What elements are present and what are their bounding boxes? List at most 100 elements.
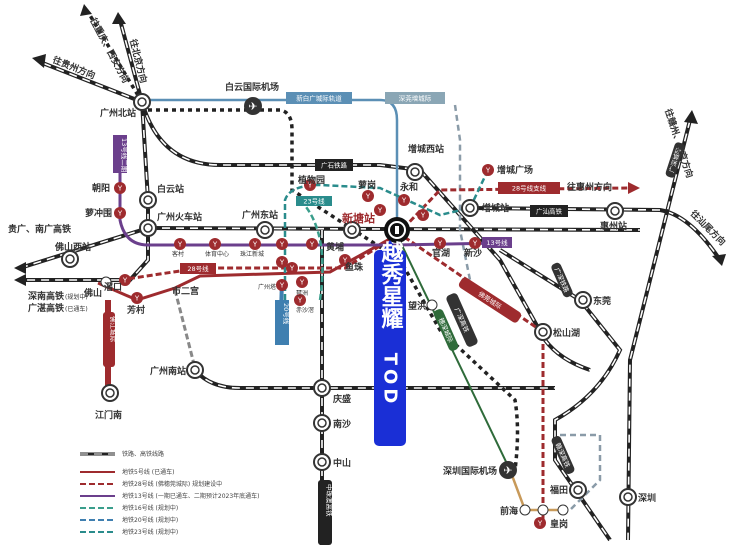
svg-text:黄埔: 黄埔 (326, 241, 344, 253)
svg-text:广汕高铁: 广汕高铁 (536, 207, 563, 216)
svg-text:地铁16号线 (规划中): 地铁16号线 (规划中) (122, 504, 178, 512)
svg-text:望洪: 望洪 (408, 300, 426, 312)
svg-text:20号线: 20号线 (282, 303, 291, 325)
station-labels: 广州北站 白云国际机场 白云站 广州火车站 广州东站 朝阳 萝冲围 佛山西站 佛… (54, 81, 656, 530)
svg-text:28号线支线: 28号线支线 (512, 184, 547, 193)
svg-text:TOD: TOD (380, 353, 401, 408)
legend-item-rail: 铁路、高铁线路 (80, 450, 164, 458)
airplane-icon: ✈ (244, 97, 262, 115)
line-xinbai (142, 98, 399, 230)
svg-text:地铁20号线 (规划中): 地铁20号线 (规划中) (122, 516, 178, 524)
svg-text:新塘站: 新塘站 (342, 211, 375, 225)
svg-text:广州北站: 广州北站 (100, 107, 136, 119)
svg-text:南沙: 南沙 (333, 418, 351, 430)
hub-station-icon (384, 217, 410, 243)
badge-line28: 28号线 (180, 263, 216, 274)
svg-text:增城广场: 增城广场 (497, 164, 533, 176)
svg-text:广州南站: 广州南站 (150, 365, 186, 377)
svg-text:朝阳: 朝阳 (92, 182, 110, 194)
badge-line20: 20号线 (275, 300, 291, 345)
legend-item-line5: 地铁5号线 (已通车) (80, 468, 174, 476)
badge-line13-phase2: 13号线二期 (113, 135, 129, 173)
badge-guangshan: 广汕高铁 (530, 205, 568, 217)
svg-text:贵广、南广高铁: 贵广、南广高铁 (8, 223, 71, 235)
svg-text:23号线: 23号线 (303, 197, 325, 206)
dotted-lines (86, 11, 520, 471)
svg-text:植物园: 植物园 (297, 174, 325, 186)
svg-text:越秀星耀: 越秀星耀 (378, 241, 405, 330)
svg-text:深莞增城际: 深莞增城际 (399, 94, 432, 103)
svg-text:地铁28号线 (佛穗莞城际) 规划建设中: 地铁28号线 (佛穗莞城际) 规划建设中 (122, 480, 222, 488)
line-23 (283, 169, 490, 345)
badge-line28-south: 佛江城际 (103, 312, 118, 367)
svg-text:新白广城际轨道: 新白广城际轨道 (296, 94, 342, 103)
svg-text:白云站: 白云站 (157, 183, 184, 195)
line-5 (97, 233, 398, 302)
svg-text:市二宫: 市二宫 (172, 285, 199, 297)
badge-dongguan-line: 广深铁路 (551, 262, 573, 298)
svg-text:广深高铁: 广深高铁 (453, 306, 472, 334)
svg-text:28号线: 28号线 (187, 264, 209, 273)
svg-text:地铁13号线 (一期已通车、二期预计2023年底通车): 地铁13号线 (一期已通车、二期预计2023年底通车) (122, 492, 260, 500)
svg-text:松山湖: 松山湖 (553, 327, 580, 339)
svg-text:福田: 福田 (549, 484, 568, 496)
svg-text:白云国际机场: 白云国际机场 (225, 81, 279, 93)
badge-zhongzhuao: 中珠澳高铁 (318, 480, 334, 545)
svg-text:皇岗: 皇岗 (550, 518, 568, 530)
badge-line28-branch: 28号线支线 (498, 182, 560, 194)
svg-text:珠江新城: 珠江新城 (240, 250, 264, 258)
rail-stations (61, 93, 637, 516)
airplane-icon: ✈ (499, 461, 517, 479)
svg-text:地铁5号线 (已通车): 地铁5号线 (已通车) (122, 468, 174, 476)
svg-text:✈: ✈ (248, 100, 257, 113)
tod-badge: 越秀星耀 TOD (374, 240, 406, 446)
svg-text:铁路、高铁线路: 铁路、高铁线路 (122, 450, 164, 458)
legend-item-line16: 地铁16号线 (规划中) (80, 504, 178, 512)
legend: 铁路、高铁线路 地铁5号线 (已通车) 地铁28号线 (佛穗莞城际) 规划建设中… (80, 450, 260, 536)
legend-item-line23: 地铁23号线 (规划中) (80, 528, 178, 536)
svg-text:增城西站: 增城西站 (408, 143, 444, 155)
badge-shenguan: 深莞增城际 (385, 92, 445, 104)
svg-text:深圳国际机场: 深圳国际机场 (443, 465, 497, 477)
svg-text:体育中心: 体育中心 (205, 250, 229, 258)
svg-text:东莞: 东莞 (593, 295, 611, 307)
svg-text:地铁23号线 (规划中): 地铁23号线 (规划中) (122, 528, 178, 536)
svg-text:永和: 永和 (399, 181, 418, 193)
svg-text:滘口: 滘口 (104, 281, 122, 293)
svg-text:广州塔: 广州塔 (258, 283, 276, 291)
badge-xinbai: 新白广城际轨道 (286, 92, 352, 104)
svg-text:前海: 前海 (500, 505, 518, 517)
svg-text:往惠州方向: 往惠州方向 (567, 181, 612, 193)
svg-text:中山: 中山 (333, 457, 351, 469)
svg-text:佛山西站: 佛山西站 (54, 241, 91, 253)
svg-text:江门南: 江门南 (95, 409, 122, 421)
svg-text:(已通车): (已通车) (65, 305, 88, 313)
svg-text:✈: ✈ (503, 464, 512, 477)
svg-text:萝岗: 萝岗 (358, 179, 376, 191)
svg-text:鱼珠: 鱼珠 (345, 261, 364, 273)
svg-text:萝冲围: 萝冲围 (85, 207, 112, 219)
line-13 (118, 150, 501, 247)
line-16 (299, 199, 324, 301)
svg-text:新沙: 新沙 (464, 247, 482, 259)
svg-text:芳村: 芳村 (127, 304, 145, 316)
svg-text:中珠澳高铁: 中珠澳高铁 (325, 484, 334, 517)
svg-text:(规划中): (规划中) (65, 293, 88, 301)
legend-item-line20: 地铁20号线 (规划中) (80, 516, 178, 524)
svg-text:官湖: 官湖 (432, 247, 450, 259)
line-grey-loop (560, 433, 602, 511)
svg-text:广州东站: 广州东站 (242, 209, 278, 221)
svg-text:广石铁路: 广石铁路 (321, 161, 348, 170)
svg-text:庆盛: 庆盛 (332, 393, 351, 405)
svg-text:广州火车站: 广州火车站 (157, 211, 202, 223)
svg-text:客村: 客村 (172, 250, 184, 258)
badge-line23: 23号线 (296, 196, 332, 206)
svg-text:13号线: 13号线 (486, 238, 508, 247)
line-shenguan (453, 104, 472, 281)
line-green (396, 234, 511, 471)
svg-text:赤沙滘: 赤沙滘 (296, 306, 314, 314)
svg-text:13号线二期: 13号线二期 (120, 138, 129, 173)
svg-text:佛山: 佛山 (83, 287, 102, 299)
legend-item-line28: 地铁28号线 (佛穗莞城际) 规划建设中 (80, 480, 222, 488)
